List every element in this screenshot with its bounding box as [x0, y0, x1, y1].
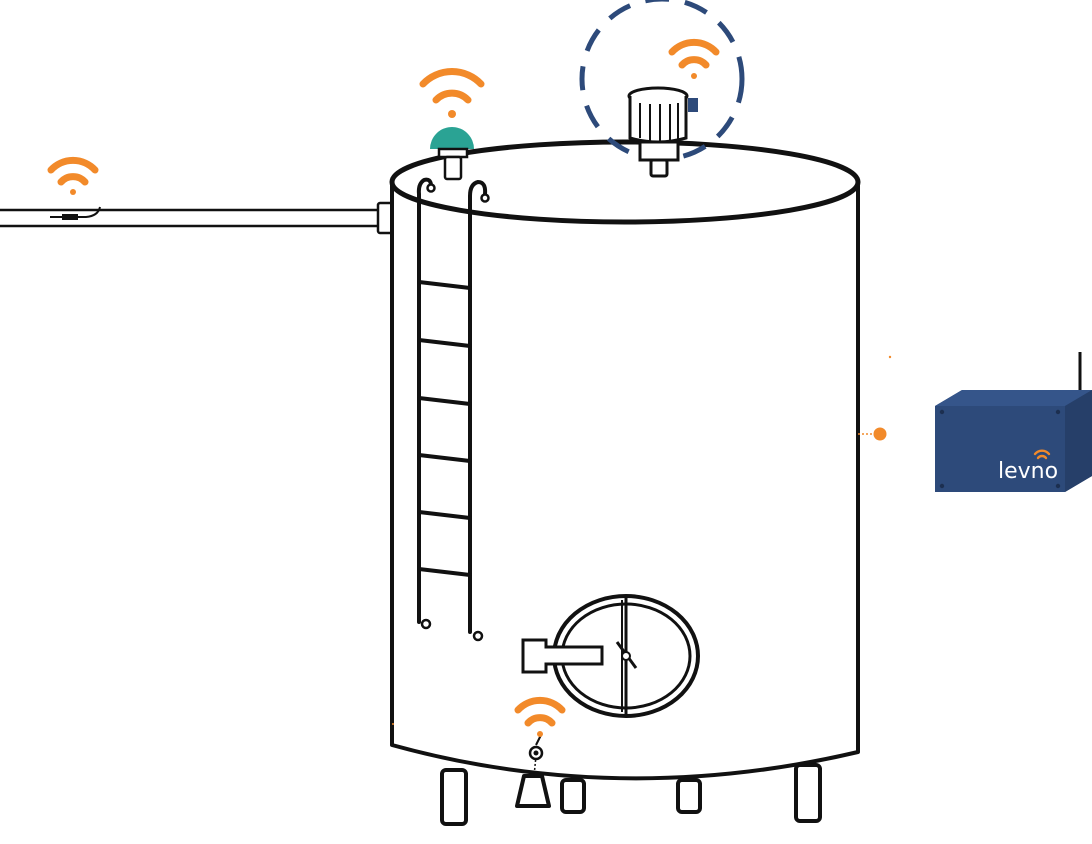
wifi-signal-icon	[419, 68, 485, 118]
gateway-connection	[392, 355, 892, 725]
outlet-valve	[515, 755, 551, 808]
level-sensor	[579, 0, 745, 178]
gateway-logo-text: levno	[998, 459, 1058, 484]
wifi-signal-icon	[47, 156, 99, 195]
tank-manway	[521, 594, 700, 718]
tank-ladder	[416, 177, 490, 642]
wifi-signal-icon	[668, 38, 720, 79]
tank-legs	[440, 763, 822, 826]
dome-sensor	[430, 127, 474, 181]
pipe-temperature-sensor	[50, 206, 101, 220]
tank-body	[389, 139, 861, 781]
wifi-signal-icon	[514, 696, 566, 737]
logo-signal-icon	[1033, 449, 1051, 460]
inlet-pipe	[0, 201, 394, 235]
levno-gateway-box: levno	[935, 352, 1092, 492]
